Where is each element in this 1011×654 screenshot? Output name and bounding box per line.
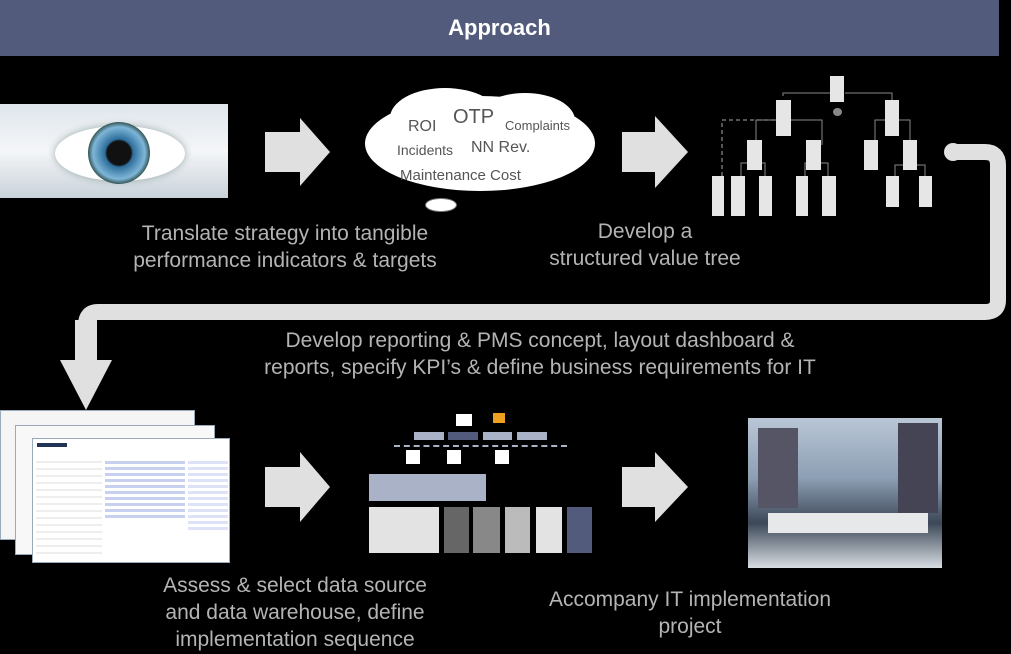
caption-line: Develop reporting & PMS concept, layout … (285, 329, 795, 352)
caption-line: Translate strategy into tangible (141, 222, 429, 245)
eye-image (0, 104, 228, 198)
caption-line: performance indicators & targets (133, 249, 437, 272)
header-title: Approach (448, 15, 551, 40)
arrow-right-1 (265, 118, 330, 186)
value-tree-lines (721, 92, 926, 182)
kpi-nn-rev: NN Rev. (471, 139, 531, 156)
caption-step-1: Translate strategy into tangible perform… (105, 220, 465, 274)
caption-line: Develop a (597, 220, 693, 243)
caption-step-2: Develop a structured value tree (520, 218, 770, 272)
caption-line: structured value tree (549, 247, 741, 270)
arrow-right-2 (622, 116, 688, 188)
caption-step-3: Develop reporting & PMS concept, layout … (200, 327, 880, 381)
caption-line: Accompany IT implementation (548, 588, 832, 611)
caption-line: implementation sequence (175, 628, 415, 651)
kpi-complaints: Complaints (505, 118, 571, 133)
caption-step-5: Accompany IT implementation project (520, 586, 860, 640)
arrow-right-4 (622, 452, 688, 522)
arrow-down (60, 320, 112, 410)
caption-line: and data warehouse, define (165, 601, 425, 624)
kpi-roi: ROI (408, 118, 437, 135)
arrow-right-3 (265, 452, 330, 522)
caption-line: reports, specify KPI’s & define business… (264, 356, 816, 379)
connector-line (78, 144, 1006, 360)
kpi-cloud: ROI OTP Complaints Incidents NN Rev. Mai… (365, 88, 595, 212)
header-bar: Approach (0, 0, 999, 56)
caption-line: project (658, 615, 722, 638)
caption-step-4: Assess & select data source and data war… (130, 572, 460, 653)
kpi-incidents: Incidents (397, 142, 454, 158)
kpi-otp: OTP (453, 106, 495, 128)
kpi-maintenance-cost: Maintenance Cost (400, 167, 521, 184)
caption-line: Assess & select data source (163, 574, 427, 597)
team-photo (748, 418, 942, 568)
